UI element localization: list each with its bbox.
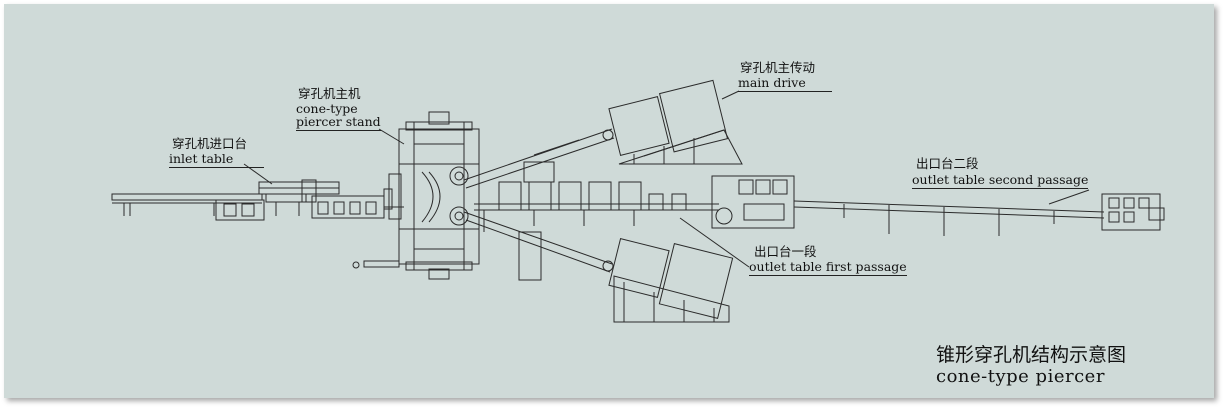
- outlet-first-label-en: outlet table first passage: [749, 259, 907, 276]
- inlet-table-label-zh: 穿孔机进口台: [172, 136, 248, 151]
- outlet-first-passage-drawing: [474, 161, 795, 232]
- upper-main-drive-drawing: [463, 79, 743, 189]
- inlet-table-label-en: inlet table: [169, 152, 264, 168]
- inlet-table-drawing: [111, 179, 404, 221]
- piercer-stand-label-en-1: cone-type: [296, 101, 358, 116]
- outlet-second-label-en: outlet table second passage: [912, 172, 1089, 189]
- outlet-second-passage-drawing: [793, 193, 1165, 236]
- caption-title-zh: 锥形穿孔机结构示意图: [936, 344, 1127, 366]
- outlet-second-label-zh: 出口台二段: [916, 156, 979, 171]
- main-drive-label-en: main drive: [738, 76, 832, 92]
- caption-title-en: cone-type piercer: [936, 366, 1105, 387]
- piercer-line-drawing: [111, 79, 1165, 323]
- main-drive-label-zh: 穿孔机主传动: [740, 60, 816, 75]
- piercer-stand-drawing: [352, 111, 480, 280]
- piercer-stand-label-zh: 穿孔机主机: [298, 86, 361, 101]
- piercer-stand-label-en-2: piercer stand: [296, 114, 381, 131]
- diagram-panel: 穿孔机进口台 inlet table 穿孔机主机 cone-type pierc…: [4, 4, 1214, 398]
- lower-main-drive-drawing: [463, 211, 734, 323]
- outlet-first-label-zh: 出口台一段: [754, 244, 817, 259]
